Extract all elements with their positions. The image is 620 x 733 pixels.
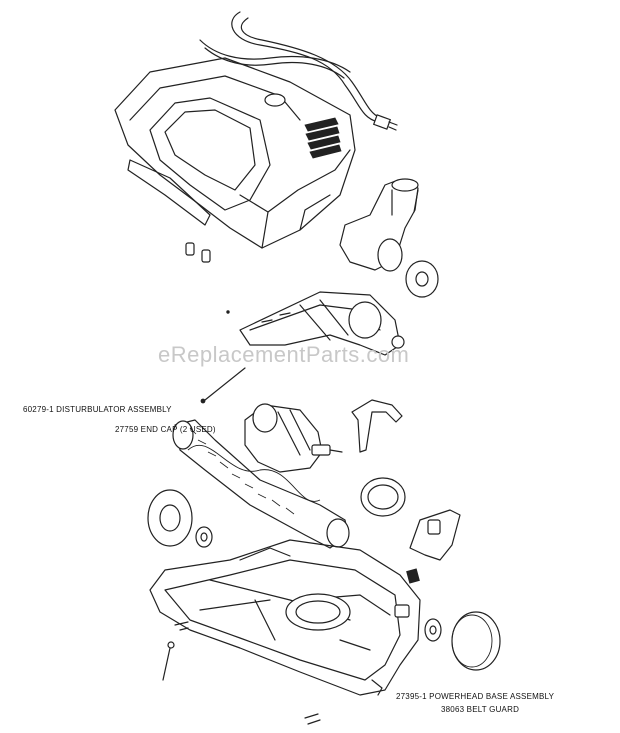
label-end-cap: 27759 END CAP (2 USED) <box>115 425 216 434</box>
screws <box>162 621 321 725</box>
swivel-neck <box>339 178 419 272</box>
label-disturbulator: 60279-1 DISTURBULATOR ASSEMBLY <box>23 405 172 414</box>
brushroll <box>172 419 350 549</box>
label-powerhead-base: 27395-1 POWERHEAD BASE ASSEMBLY <box>396 692 555 701</box>
washer-right <box>424 618 442 642</box>
powerhead-base <box>149 539 421 696</box>
watermark: eReplacementParts.com <box>158 342 410 367</box>
hood-housing <box>114 57 356 249</box>
nozzle-duct <box>239 291 405 356</box>
vent-grille <box>304 117 342 159</box>
pin-dot <box>226 310 230 314</box>
belt-guard <box>406 509 461 584</box>
motor <box>244 403 343 473</box>
belt-ring <box>360 477 406 517</box>
clips <box>185 242 211 263</box>
washer-ring <box>405 260 439 298</box>
power-cord <box>199 11 398 131</box>
rod <box>200 367 246 404</box>
end-cap <box>147 489 213 548</box>
end-cap-right <box>451 611 501 671</box>
bracket <box>351 399 403 453</box>
label-belt-guard: 38063 BELT GUARD <box>441 705 520 714</box>
